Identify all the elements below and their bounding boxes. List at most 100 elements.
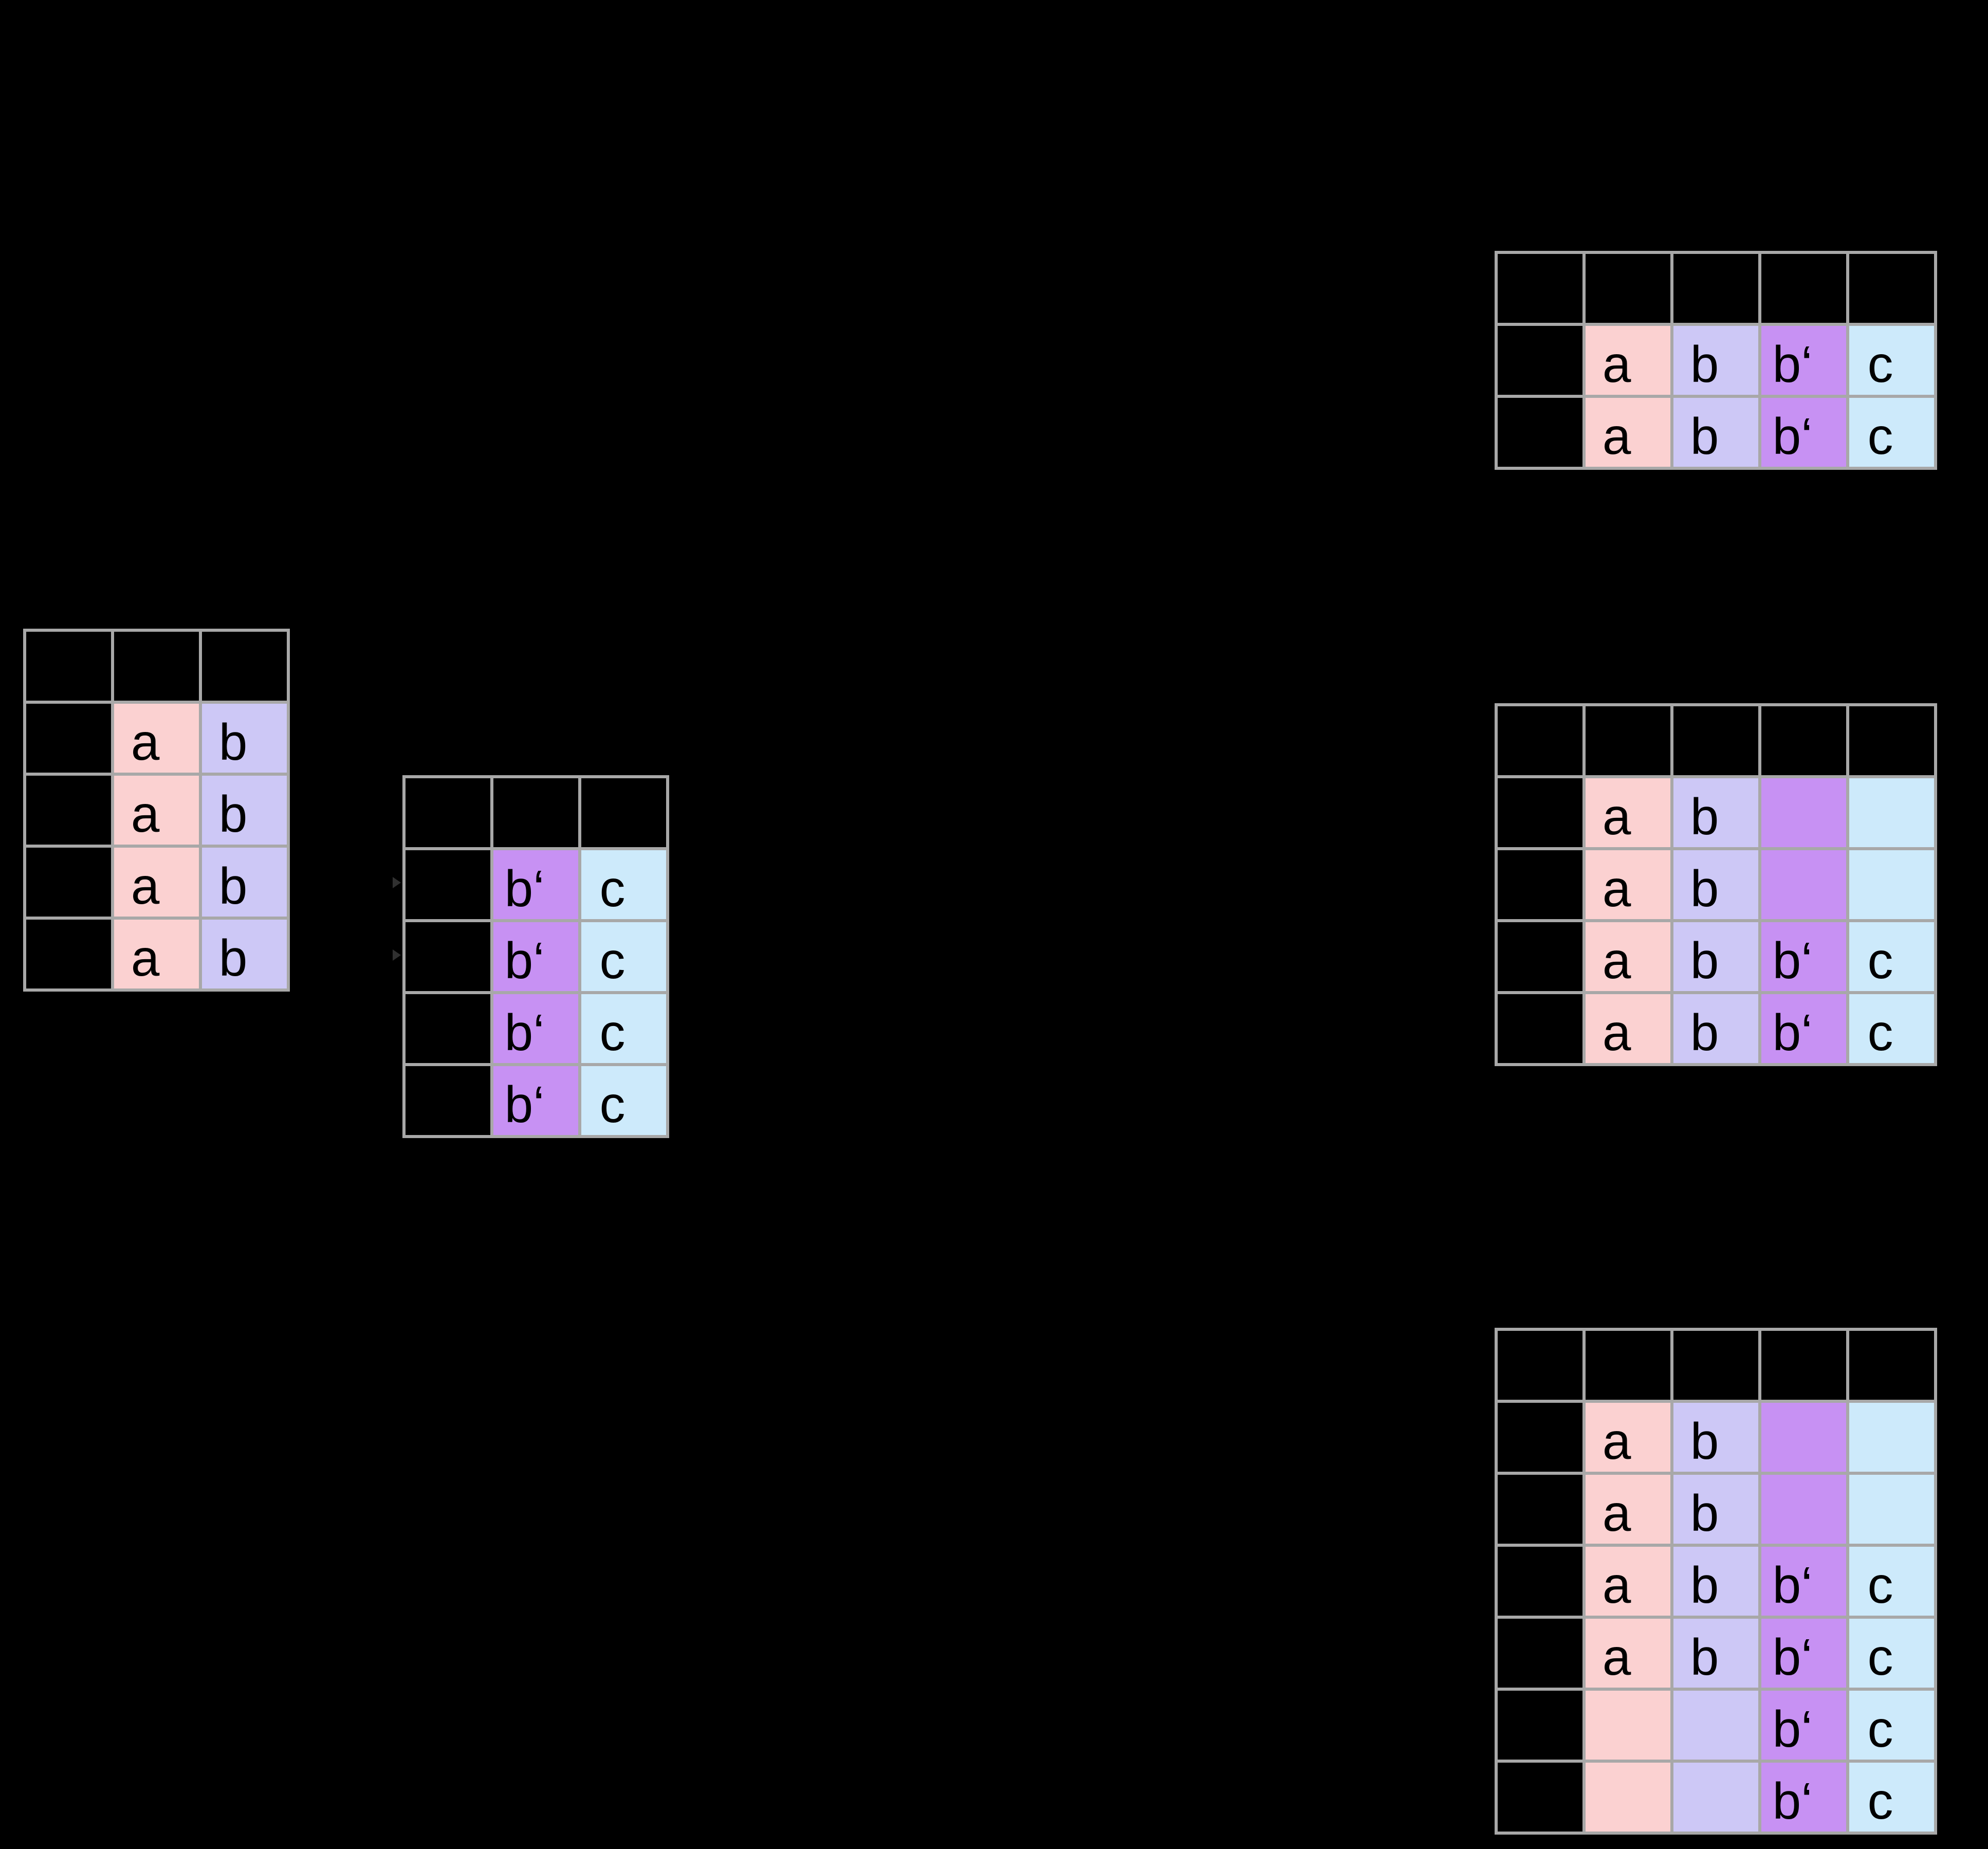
empty-black-cell	[26, 920, 111, 988]
b-lavender-cell: b	[1673, 326, 1758, 395]
empty-black-cell	[1849, 1331, 1934, 1400]
empty-black-cell	[581, 778, 666, 847]
c-blue-cell: c	[1849, 1619, 1934, 1688]
b-label: b	[1690, 408, 1719, 465]
c-label: c	[599, 860, 625, 918]
b-prime-purple-cell: b‘	[1761, 326, 1846, 395]
b-lavender-cell: b	[1673, 398, 1758, 467]
a-label: a	[1602, 932, 1631, 990]
b-label: b	[1690, 336, 1719, 393]
b-label: b	[1690, 860, 1719, 918]
b-label: b	[1690, 932, 1719, 990]
b-prime-label: b‘	[1772, 1772, 1813, 1830]
b-label: b	[218, 929, 248, 987]
b-label: b	[1690, 1004, 1719, 1061]
empty-black-cell	[1586, 1331, 1670, 1400]
a-pink-cell: a	[1586, 1619, 1670, 1688]
c-blue-cell: c	[1849, 326, 1934, 395]
b-prime-label: b‘	[1772, 408, 1813, 465]
empty-pink-cell	[1586, 1691, 1670, 1760]
b-prime-purple-cell: b‘	[1761, 922, 1846, 991]
a-label: a	[1602, 788, 1631, 846]
b-lavender-cell: b	[1673, 1619, 1758, 1688]
empty-black-cell	[26, 704, 111, 773]
b-prime-label: b‘	[1772, 1628, 1813, 1686]
b-lavender-cell: b	[202, 704, 287, 773]
a-pink-cell: a	[114, 704, 199, 773]
a-pink-cell: a	[114, 848, 199, 917]
b-label: b	[218, 785, 248, 843]
empty-black-cell	[406, 778, 490, 847]
a-label: a	[1602, 1628, 1631, 1686]
empty-black-cell	[26, 632, 111, 701]
c-label: c	[1867, 1557, 1893, 1614]
a-pink-cell: a	[1586, 1475, 1670, 1544]
empty-black-cell	[1498, 706, 1582, 775]
empty-blue-cell	[1849, 850, 1934, 919]
empty-blue-cell	[1849, 1403, 1934, 1472]
empty-lavender-cell	[1673, 1763, 1758, 1832]
empty-black-cell	[1849, 706, 1934, 775]
b-prime-label: b‘	[504, 1076, 545, 1133]
a-pink-cell: a	[1586, 326, 1670, 395]
b-label: b	[1690, 1485, 1719, 1542]
a-pink-cell: a	[1586, 1403, 1670, 1472]
b-prime-purple-cell: b‘	[1761, 1547, 1846, 1616]
arrowhead-mark	[393, 877, 401, 888]
empty-black-cell	[1498, 1763, 1582, 1832]
b-prime-label: b‘	[1772, 336, 1813, 393]
c-blue-cell: c	[1849, 1691, 1934, 1760]
b-prime-purple-cell: b‘	[1761, 994, 1846, 1063]
b-lavender-cell: b	[1673, 850, 1758, 919]
a-pink-cell: a	[1586, 778, 1670, 847]
empty-black-cell	[1586, 254, 1670, 323]
c-label: c	[1867, 336, 1893, 393]
c-label: c	[1867, 1628, 1893, 1686]
empty-black-cell	[1761, 1331, 1846, 1400]
a-pink-cell: a	[114, 920, 199, 988]
empty-black-cell	[1498, 994, 1582, 1063]
b-prime-purple-cell: b‘	[1761, 398, 1846, 467]
b-lavender-cell: b	[1673, 994, 1758, 1063]
a-label: a	[1602, 1004, 1631, 1061]
c-label: c	[599, 1004, 625, 1061]
b-lavender-cell: b	[1673, 1547, 1758, 1616]
c-label: c	[1867, 408, 1893, 465]
b-prime-purple-cell: b‘	[493, 922, 578, 991]
empty-black-cell	[26, 776, 111, 845]
empty-black-cell	[1673, 254, 1758, 323]
empty-black-cell	[1498, 1331, 1582, 1400]
b-prime-label: b‘	[504, 1004, 545, 1061]
b-prime-label: b‘	[1772, 1004, 1813, 1061]
empty-black-cell	[1498, 398, 1582, 467]
empty-blue-cell	[1849, 778, 1934, 847]
b-prime-label: b‘	[1772, 1557, 1813, 1614]
empty-black-cell	[1498, 326, 1582, 395]
b-prime-purple-cell: b‘	[493, 994, 578, 1063]
a-label: a	[131, 857, 160, 915]
empty-black-cell	[1498, 1403, 1582, 1472]
empty-black-cell	[1761, 706, 1846, 775]
b-prime-label: b‘	[504, 932, 545, 990]
c-label: c	[1867, 1004, 1893, 1061]
b-lavender-cell: b	[202, 848, 287, 917]
a-label: a	[1602, 860, 1631, 918]
c-blue-cell: c	[1849, 922, 1934, 991]
c-label: c	[1867, 1772, 1893, 1830]
b-label: b	[218, 713, 248, 771]
a-label: a	[1602, 408, 1631, 465]
b-lavender-cell: b	[1673, 778, 1758, 847]
b-lavender-cell: b	[202, 776, 287, 845]
empty-black-cell	[1498, 778, 1582, 847]
a-label: a	[1602, 1485, 1631, 1542]
a-pink-cell: a	[1586, 922, 1670, 991]
empty-black-cell	[1498, 1619, 1582, 1688]
c-blue-cell: c	[581, 1066, 666, 1135]
c-label: c	[1867, 932, 1893, 990]
a-label: a	[131, 929, 160, 987]
